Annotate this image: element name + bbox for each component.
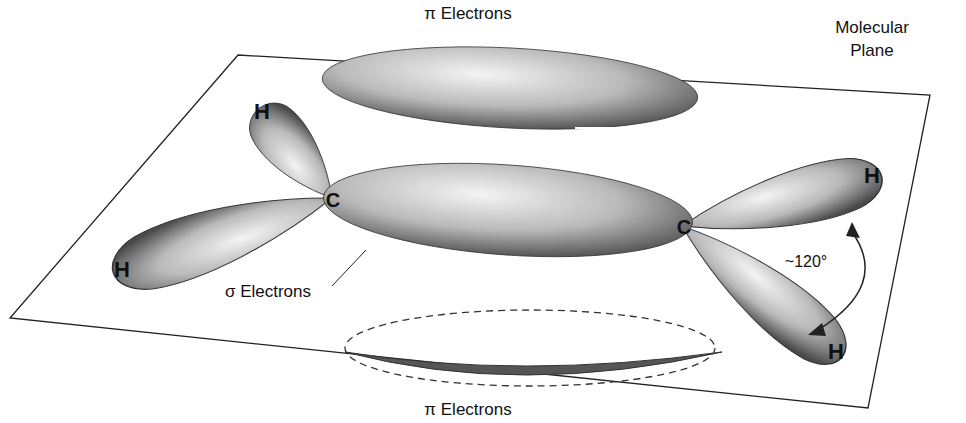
angle-label: ~120° — [785, 253, 827, 271]
carbon-label: C — [677, 216, 691, 239]
atom-symbol: H — [254, 101, 270, 123]
angle-arc — [818, 232, 865, 330]
hydrogen-node: H — [864, 165, 880, 187]
pi-lobe-lower — [345, 352, 722, 375]
plane-label: Molecular Plane — [822, 17, 922, 63]
sigma-electrons-label: σ Electrons — [225, 282, 311, 302]
highlight — [575, 127, 695, 129]
pi-electrons-label: π Electrons — [424, 400, 511, 420]
leader-line — [332, 250, 366, 286]
arrowhead — [846, 222, 860, 238]
pi-electrons-label: π Electrons — [424, 4, 511, 24]
h-lobe — [664, 204, 860, 379]
h-lobe — [239, 92, 352, 214]
hydrogen-node: H — [114, 259, 130, 281]
h-lobe — [104, 169, 342, 302]
hydrogen-node: H — [828, 341, 844, 363]
arrowhead — [808, 323, 826, 336]
carbon-label: C — [326, 189, 340, 212]
pi-lobe-upper — [320, 38, 700, 138]
hydrogen-node: H — [254, 101, 270, 123]
atom-symbol: H — [114, 259, 130, 281]
atom-symbol: H — [828, 341, 844, 363]
atom-symbol: H — [864, 165, 880, 187]
sigma-lobe — [320, 152, 695, 268]
